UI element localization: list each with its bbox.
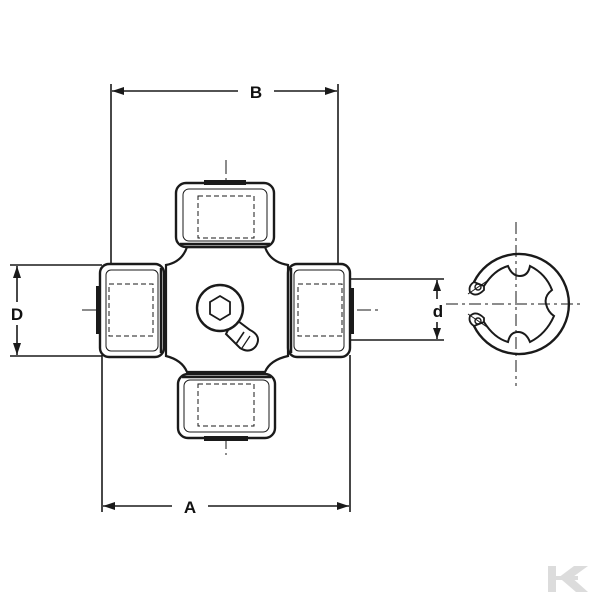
dimension-big-d: D	[10, 264, 102, 357]
dimension-small-d: d	[351, 278, 444, 341]
grease-nipple	[195, 283, 259, 352]
dimension-b-label: B	[250, 83, 262, 102]
bearing-cup-right	[286, 262, 354, 359]
bearing-cup-bottom	[176, 372, 277, 441]
dimension-b: B	[110, 83, 339, 268]
dimension-big-d-label: D	[11, 305, 23, 324]
bearing-cup-left	[96, 262, 166, 359]
bearing-cup-top	[174, 180, 276, 249]
dimension-a: A	[101, 355, 351, 517]
circlip	[446, 222, 582, 386]
dimension-small-d-label: d	[433, 302, 443, 321]
brand-logo-watermark-icon	[548, 566, 588, 592]
dimension-a-label: A	[184, 498, 196, 517]
